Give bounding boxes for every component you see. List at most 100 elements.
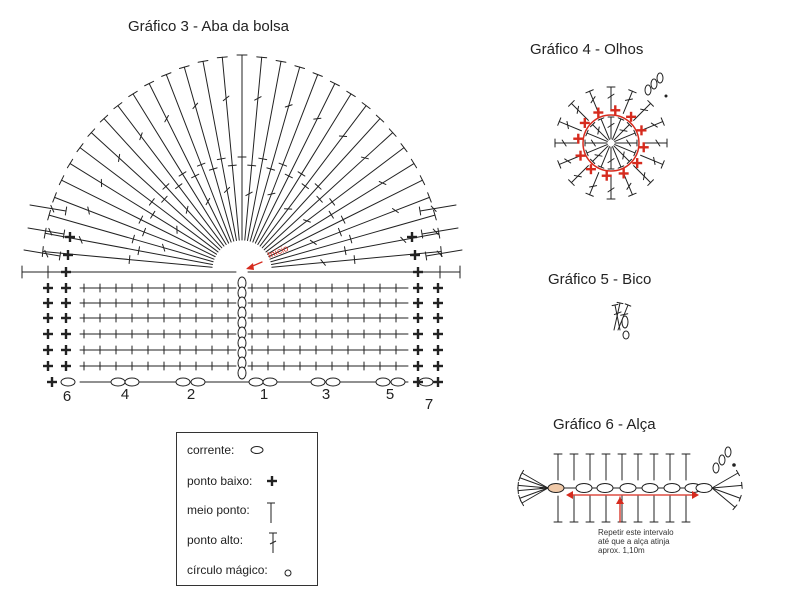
stitch-slash [595,155,602,156]
center-chain-oval [238,367,246,379]
fan-stitch-inner [164,199,219,250]
stitch-slash [193,103,198,108]
fan-stitch-inner [258,174,302,245]
stitch-top-bar [419,207,420,215]
half-double-crochet-icon [267,503,275,523]
single-crochet-plus-icon [413,267,423,277]
single-crochet-plus-icon [61,267,71,277]
legend-symbols [177,433,317,585]
stitch-slash [314,118,321,119]
stitch-top-bar [217,57,227,58]
stitch-top-bar [362,103,370,109]
double-crochet-icon [269,533,277,553]
fan-stitch-outer [222,57,232,165]
fan-stitch-inner [129,260,212,268]
single-crochet-plus-icon [43,283,53,293]
eye-outer-stitch [623,91,632,113]
row-number: 3 [316,386,336,403]
bottom-chain-oval [125,378,139,386]
beak-chain-oval [622,316,628,328]
eye-outer-stitch [571,103,588,120]
row-number: 1 [254,386,274,403]
fan-stitch-inner [248,159,263,241]
eye-end-dot [665,95,668,98]
fan-stitch-outer [320,133,393,200]
single-crochet-plus-icon [61,361,71,371]
side-stitch-right [420,205,456,211]
fan-stitch-outer [45,233,139,251]
row-number: 6 [57,388,77,405]
stitch-top-bar [742,482,743,488]
stitch-slash [641,109,648,110]
stitch-top-bar [612,304,618,305]
eye-chain-oval [645,85,651,95]
eye-inner-stitch [614,146,630,162]
single-crochet-plus-icon [61,345,71,355]
bottom-chain-oval [326,378,340,386]
bottom-chain-oval [376,378,390,386]
eye-inner-stitch [587,145,607,153]
stitch-top-bar [42,247,43,257]
fan-stitch-inner [232,165,239,240]
stitch-slash [119,154,120,161]
single-crochet-plus-icon [43,361,53,371]
handle-start-oval [548,484,564,493]
eye-inner-stitch [615,145,635,153]
stitch-top-bar [518,488,519,494]
handle-chain-oval [642,484,658,493]
stitch-top-bar [67,159,72,168]
fan-stitch-inner [179,186,224,246]
stitch-slash [598,127,599,134]
row-number: 5 [380,386,400,403]
bottom-chain-oval [176,378,190,386]
fan-stitch-outer [252,57,262,165]
eye-inner-stitch [593,146,609,162]
single-crochet-plus-icon [413,313,423,323]
eye-inner-stitch [613,119,621,139]
chart6-title: Gráfico 6 - Alça [553,416,656,433]
stitch-top-bar [257,57,267,58]
fan-stitch-inner [245,165,252,240]
fan-stitch-inner [152,202,218,252]
eye-outer-stitch [641,155,663,164]
single-crochet-plus-icon [433,377,443,387]
chain-oval-icon [251,447,263,454]
eye-outer-stitch [634,103,651,120]
chart3-title: Gráfico 3 - Aba da bolsa [128,18,289,35]
eye-outer-stitch [571,166,588,183]
single-crochet-plus-icon [61,298,71,308]
eye-inner-stitch [613,147,621,167]
eye-inner-stitch [614,125,630,141]
fan-stitch-outer [91,133,164,200]
single-crochet-plus-icon [433,298,443,308]
single-crochet-plus-icon [63,250,73,260]
fan-stitch-inner [195,176,228,243]
eye-red-plus [610,105,620,115]
side-stitch-right [422,228,458,234]
fan-stitch-inner [183,174,227,245]
stitch-top-bar [401,144,407,152]
legend-box: corrente: ponto baixo: meio ponto: ponto… [176,432,318,586]
stitch-top-bar [736,470,739,475]
fan-stitch-outer [49,215,133,239]
stitch-top-bar [521,500,524,505]
fan-stitch-outer [133,94,183,174]
single-crochet-plus-icon [43,329,53,339]
start-arrow-head [246,263,254,270]
eye-inner-stitch [593,125,609,141]
single-crochet-plus-icon [43,345,53,355]
single-crochet-plus-icon [413,361,423,371]
stitch-slash [590,186,597,187]
single-crochet-plus-icon [433,329,443,339]
eye-outer-stitch [634,166,651,183]
side-stitch-left [30,205,66,211]
stitch-slash [140,133,142,140]
bottom-chain-oval [249,378,263,386]
eye-inner-stitch [587,133,607,141]
single-crochet-plus-icon [407,232,417,242]
single-crochet-plus-icon [433,313,443,323]
stitch-top-bar [65,207,66,215]
stitch-slash [567,122,568,129]
